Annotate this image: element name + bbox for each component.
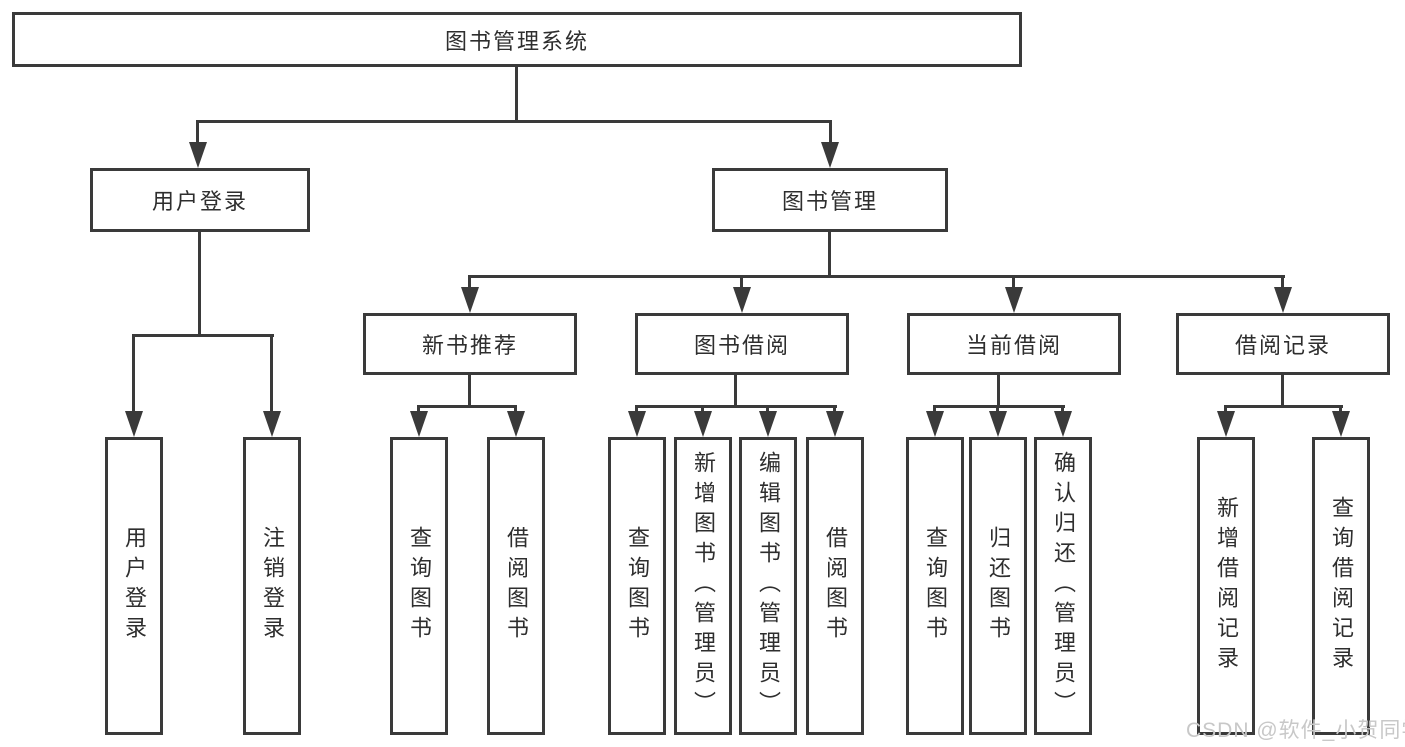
node-book-borrow-label: 图书借阅 xyxy=(693,333,790,358)
edge-borrow-vline xyxy=(734,375,737,408)
arrow-down-icon xyxy=(263,411,281,437)
edge-recommend-drop-1 xyxy=(417,405,420,415)
arrow-down-icon xyxy=(1054,411,1072,437)
leaf-borrow-books-recommend-label: 借阅图书 xyxy=(504,526,529,646)
edge-current-drop-3 xyxy=(1061,405,1064,415)
arrow-down-icon xyxy=(628,411,646,437)
edge-userlogin-hline xyxy=(132,334,274,337)
leaf-add-book-admin: 新增图书（管理员） xyxy=(674,437,732,735)
arrow-down-icon xyxy=(694,411,712,437)
arrow-down-icon xyxy=(733,287,751,313)
leaf-query-books-recommend: 查询图书 xyxy=(390,437,448,735)
leaf-edit-book-admin: 编辑图书（管理员） xyxy=(739,437,797,735)
node-book-management: 图书管理 xyxy=(712,168,948,232)
edge-borrow-drop-3 xyxy=(766,405,769,415)
leaf-query-books-recommend-label: 查询图书 xyxy=(407,526,432,646)
node-new-book-recommend-label: 新书推荐 xyxy=(421,333,518,358)
edge-borrow-hline xyxy=(635,405,837,408)
leaf-logout: 注销登录 xyxy=(243,437,301,735)
edge-bookmgmt-drop-3 xyxy=(1012,275,1015,291)
leaf-user-login-label: 用户登录 xyxy=(122,526,147,646)
arrow-down-icon xyxy=(1217,411,1235,437)
edge-record-drop-1 xyxy=(1224,405,1227,415)
leaf-return-books: 归还图书 xyxy=(969,437,1027,735)
edge-root-vline xyxy=(515,67,518,123)
node-user-login: 用户登录 xyxy=(90,168,310,232)
arrow-down-icon xyxy=(826,411,844,437)
arrow-down-icon xyxy=(410,411,428,437)
edge-record-vline xyxy=(1281,375,1284,408)
edge-bookmgmt-drop-1 xyxy=(468,275,471,291)
leaf-query-borrow-record: 查询借阅记录 xyxy=(1312,437,1370,735)
node-book-management-label: 图书管理 xyxy=(781,189,878,214)
csdn-watermark: CSDN @软件_小贺同学 xyxy=(1186,719,1405,742)
edge-bookmgmt-drop-2 xyxy=(740,275,743,291)
leaf-logout-label: 注销登录 xyxy=(260,526,285,646)
arrow-down-icon xyxy=(125,411,143,437)
node-borrow-record-label: 借阅记录 xyxy=(1234,333,1331,358)
leaf-query-books-current: 查询图书 xyxy=(906,437,964,735)
node-current-borrow: 当前借阅 xyxy=(907,313,1121,375)
node-book-borrow: 图书借阅 xyxy=(635,313,849,375)
leaf-edit-book-admin-label: 编辑图书（管理员） xyxy=(756,451,781,721)
edge-record-hline xyxy=(1224,405,1343,408)
node-user-login-label: 用户登录 xyxy=(151,189,248,214)
leaf-confirm-return-admin-label: 确认归还（管理员） xyxy=(1051,451,1076,721)
edge-recommend-vline xyxy=(468,375,471,408)
node-library-system: 图书管理系统 xyxy=(12,12,1022,67)
edge-current-drop-2 xyxy=(996,405,999,415)
leaf-borrow-books: 借阅图书 xyxy=(806,437,864,735)
node-new-book-recommend: 新书推荐 xyxy=(363,313,577,375)
edge-userlogin-vline xyxy=(198,232,201,337)
arrow-down-icon xyxy=(1005,287,1023,313)
arrow-down-icon xyxy=(461,287,479,313)
leaf-add-borrow-record-label: 新增借阅记录 xyxy=(1214,496,1239,676)
leaf-query-books-current-label: 查询图书 xyxy=(923,526,948,646)
leaf-query-books-borrow-label: 查询图书 xyxy=(625,526,650,646)
arrow-down-icon xyxy=(989,411,1007,437)
edge-root-hline xyxy=(196,120,832,123)
edge-bookmgmt-drop-4 xyxy=(1281,275,1284,291)
leaf-return-books-label: 归还图书 xyxy=(986,526,1011,646)
leaf-add-borrow-record: 新增借阅记录 xyxy=(1197,437,1255,735)
arrow-down-icon xyxy=(507,411,525,437)
node-current-borrow-label: 当前借阅 xyxy=(965,333,1062,358)
leaf-borrow-books-label: 借阅图书 xyxy=(823,526,848,646)
edge-current-vline xyxy=(997,375,1000,408)
leaf-confirm-return-admin: 确认归还（管理员） xyxy=(1034,437,1092,735)
arrow-down-icon xyxy=(189,142,207,168)
edge-bookmgmt-hline xyxy=(468,275,1285,278)
edge-borrow-drop-2 xyxy=(701,405,704,415)
node-library-system-label: 图书管理系统 xyxy=(444,28,589,54)
edge-root-drop-right xyxy=(829,120,832,146)
leaf-borrow-books-recommend: 借阅图书 xyxy=(487,437,545,735)
node-borrow-record: 借阅记录 xyxy=(1176,313,1390,375)
edge-current-drop-1 xyxy=(933,405,936,415)
arrow-down-icon xyxy=(926,411,944,437)
edge-borrow-drop-4 xyxy=(833,405,836,415)
edge-record-drop-2 xyxy=(1339,405,1342,415)
arrow-down-icon xyxy=(1274,287,1292,313)
edge-root-drop-left xyxy=(196,120,199,146)
leaf-user-login: 用户登录 xyxy=(105,437,163,735)
edge-recommend-drop-2 xyxy=(514,405,517,415)
edge-bookmgmt-vline xyxy=(828,232,831,278)
edge-userlogin-drop-1 xyxy=(132,334,135,414)
arrow-down-icon xyxy=(1332,411,1350,437)
leaf-query-borrow-record-label: 查询借阅记录 xyxy=(1329,496,1354,676)
leaf-query-books-borrow: 查询图书 xyxy=(608,437,666,735)
edge-current-hline xyxy=(933,405,1065,408)
leaf-add-book-admin-label: 新增图书（管理员） xyxy=(691,451,716,721)
arrow-down-icon xyxy=(821,142,839,168)
edge-borrow-drop-1 xyxy=(635,405,638,415)
edge-recommend-hline xyxy=(417,405,517,408)
arrow-down-icon xyxy=(759,411,777,437)
edge-userlogin-drop-2 xyxy=(270,334,273,414)
